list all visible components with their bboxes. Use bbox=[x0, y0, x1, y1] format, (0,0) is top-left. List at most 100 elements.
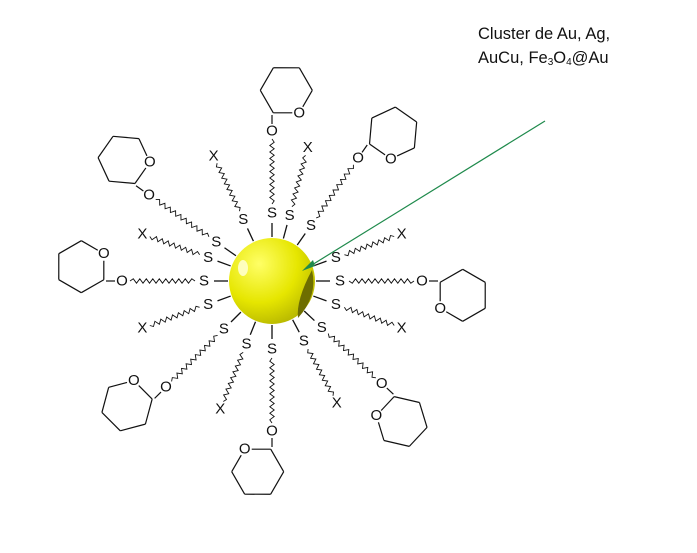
thiol-linker-chain bbox=[327, 333, 376, 379]
glycosidic-oxygen-label: O bbox=[416, 273, 428, 290]
sugar-ring-bond bbox=[413, 121, 418, 148]
sugar-ring-bond bbox=[439, 268, 464, 283]
sugar-ring-bond bbox=[408, 426, 428, 447]
sulfur-label: S bbox=[203, 249, 213, 266]
caption-text-o: O bbox=[553, 49, 567, 67]
sugar-ring-bond bbox=[383, 439, 410, 447]
gold-sulfur-bond bbox=[296, 233, 306, 246]
thiol-linker-chain bbox=[348, 278, 415, 284]
sugar-ring-bond bbox=[101, 387, 110, 413]
terminal-x-label: X bbox=[215, 400, 225, 417]
caption-text-au: @Au bbox=[571, 49, 609, 67]
sugar-ring-bond bbox=[380, 396, 395, 411]
sugar-ring-bond bbox=[369, 143, 386, 156]
sugar-ring-bond bbox=[445, 311, 463, 322]
gold-sulfur-bond bbox=[217, 260, 231, 267]
caption-sub-3: 3 bbox=[547, 57, 554, 68]
terminal-x-label: X bbox=[397, 320, 407, 337]
sugar-ring-bond bbox=[58, 279, 82, 294]
sulfur-label: S bbox=[335, 273, 345, 290]
glycosidic-oxygen-label: O bbox=[376, 375, 388, 392]
glycosidic-bond bbox=[154, 391, 162, 399]
thiol-linker-chain bbox=[344, 234, 395, 257]
sugar-ring-bond bbox=[108, 180, 136, 185]
sugar-ring-bond bbox=[270, 448, 285, 473]
glycosidic-oxygen-label: O bbox=[116, 273, 128, 290]
sugar-ring-bond bbox=[418, 402, 428, 428]
glycosidic-oxygen-label: O bbox=[160, 379, 172, 396]
cluster-caption: Cluster de Au, Ag, AuCu, Fe3O4@Au bbox=[478, 22, 610, 75]
thiol-linker-chain bbox=[222, 352, 244, 402]
gold-sulfur-bond bbox=[217, 295, 231, 302]
thiol-linker-chain bbox=[269, 357, 275, 424]
nanoparticle-core bbox=[229, 238, 315, 324]
sugar-ring-bond bbox=[112, 135, 139, 140]
thiol-linker-chain bbox=[290, 155, 307, 207]
sugar-ring-bond bbox=[395, 106, 418, 123]
sulfur-label: S bbox=[199, 273, 209, 290]
ring-oxygen-label: O bbox=[98, 245, 110, 262]
sugar-ring-bond bbox=[259, 67, 274, 91]
sugar-ring-bond bbox=[101, 412, 121, 432]
gold-sulfur-bond bbox=[313, 260, 327, 267]
caption-text-aucu: AuCu, Fe bbox=[478, 49, 548, 67]
gold-sulfur-bond bbox=[282, 224, 288, 239]
thiol-linker-chain bbox=[344, 306, 395, 327]
sulfur-label: S bbox=[211, 233, 221, 250]
sugar-ring-bond bbox=[97, 157, 110, 182]
sulfur-label: S bbox=[267, 341, 277, 358]
sugar-ring-bond bbox=[462, 268, 486, 283]
sugar-ring-bond bbox=[231, 454, 242, 472]
glycosidic-oxygen-label: O bbox=[352, 150, 364, 167]
sugar-ring-bond bbox=[270, 471, 285, 495]
sugar-ring-bond bbox=[58, 240, 82, 255]
glycosidic-oxygen-label: O bbox=[266, 423, 278, 440]
thiol-linker-chain bbox=[129, 278, 196, 284]
sulfur-label: S bbox=[306, 217, 316, 234]
sulfur-label: S bbox=[317, 319, 327, 336]
sugar-ring-bond bbox=[462, 307, 486, 322]
sugar-ring-bond bbox=[81, 240, 99, 251]
sulfur-label: S bbox=[242, 336, 252, 353]
sugar-ring-bond bbox=[377, 422, 385, 441]
sugar-ring-bond bbox=[302, 90, 313, 108]
core-reflection bbox=[238, 260, 248, 276]
gold-sulfur-bond bbox=[249, 321, 257, 336]
gold-sulfur-bond bbox=[292, 319, 300, 333]
ring-oxygen-label: O bbox=[385, 150, 397, 167]
core-highlight-shadow bbox=[297, 270, 314, 318]
glycosidic-bond bbox=[135, 185, 144, 192]
sugar-ring-bond bbox=[80, 279, 105, 294]
gold-sulfur-bond bbox=[246, 228, 254, 242]
sugar-ring-bond bbox=[259, 89, 274, 114]
caption-line-2: AuCu, Fe3O4@Au bbox=[478, 46, 610, 75]
ring-oxygen-label: O bbox=[128, 372, 140, 389]
gold-sulfur-bond bbox=[230, 311, 242, 323]
terminal-x-label: X bbox=[137, 225, 147, 242]
sugar-ring-bond bbox=[134, 167, 147, 184]
terminal-x-label: X bbox=[332, 394, 342, 411]
thiol-linker-chain bbox=[149, 235, 200, 256]
thiol-linker-chain bbox=[171, 334, 218, 382]
thiol-linker-chain bbox=[307, 348, 335, 396]
glycosidic-oxygen-label: O bbox=[266, 123, 278, 140]
sulfur-label: S bbox=[285, 207, 295, 224]
sugar-ring-bond bbox=[396, 147, 415, 157]
sulfur-label: S bbox=[299, 333, 309, 350]
terminal-x-label: X bbox=[397, 225, 407, 242]
sulfur-label: S bbox=[219, 321, 229, 338]
sugar-ring-bond bbox=[120, 423, 146, 432]
sulfur-label: S bbox=[331, 296, 341, 313]
sugar-ring-bond bbox=[368, 117, 373, 145]
ring-oxygen-label: O bbox=[239, 441, 251, 458]
terminal-x-label: X bbox=[137, 320, 147, 337]
thiol-linker-chain bbox=[316, 164, 354, 219]
ring-oxygen-label: O bbox=[293, 104, 305, 121]
pointer-arrow bbox=[302, 120, 546, 271]
arrow-head bbox=[302, 260, 315, 271]
gold-sulfur-bond bbox=[303, 310, 315, 322]
caption-line-1: Cluster de Au, Ag, bbox=[478, 25, 611, 43]
sugar-ring-bond bbox=[298, 67, 313, 91]
